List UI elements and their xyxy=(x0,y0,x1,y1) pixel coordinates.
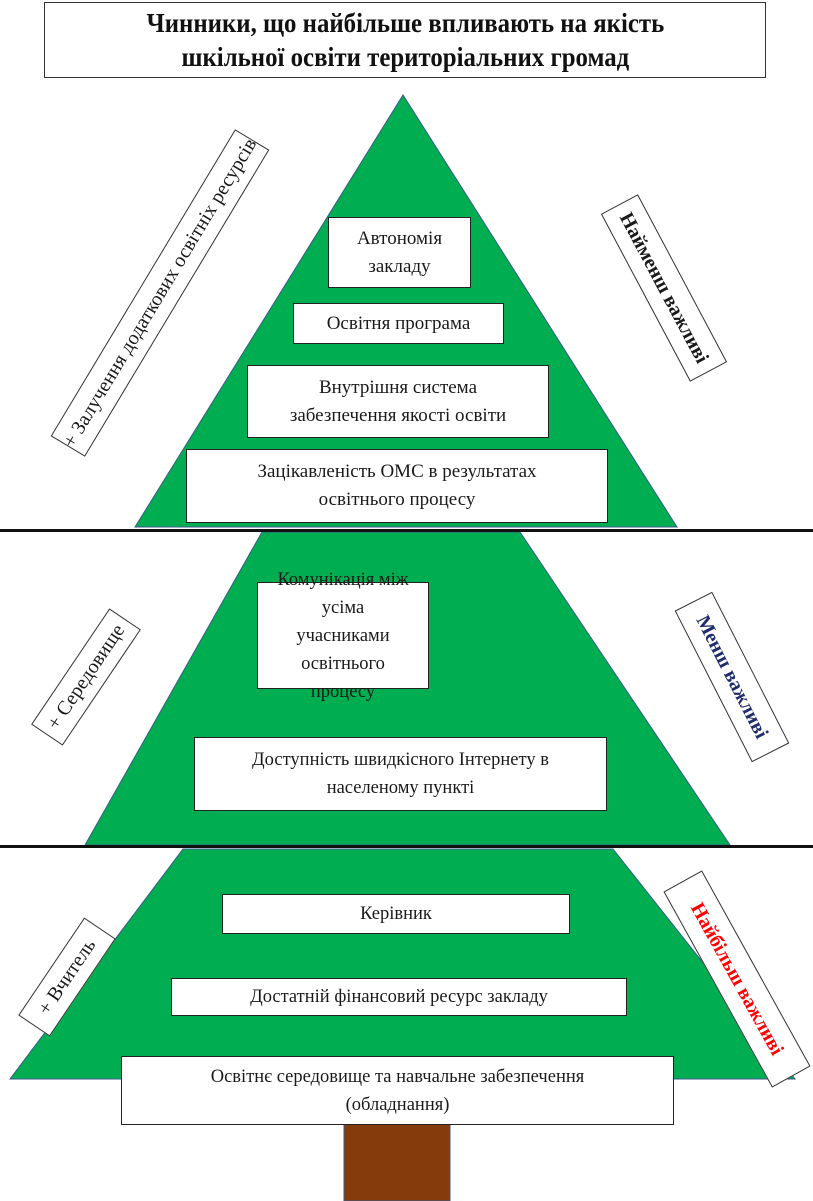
title-line-2: шкільної освіти територіальних громад xyxy=(181,42,629,72)
diagram-title: Чинники, що найбільше впливають на якіст… xyxy=(44,2,766,78)
factor-text: учасниками освітнього xyxy=(296,625,390,674)
factor-text: (обладнання) xyxy=(345,1094,450,1115)
factor-text: освітнього процесу xyxy=(318,489,476,510)
divider-line-upper xyxy=(0,529,813,532)
factor-text: Зацікавленість ОМС в результатах xyxy=(257,461,537,482)
factor-text: Освітнє середовище та навчальне забезпеч… xyxy=(210,1066,585,1087)
factor-text: Автономія xyxy=(356,227,443,249)
factor-box: Керівник xyxy=(222,894,570,934)
factor-text: закладу xyxy=(368,255,431,277)
factor-text: Освітня програма xyxy=(326,312,471,334)
factor-box: Внутрішня система забезпечення якості ос… xyxy=(247,365,549,438)
divider-line-lower xyxy=(0,845,813,848)
factor-box: Достатній фінансовий ресурс закладу xyxy=(171,978,627,1016)
factor-text: населеному пункті xyxy=(326,778,475,798)
title-line-1: Чинники, що найбільше впливають на якіст… xyxy=(146,8,664,38)
factor-box: Освітня програма xyxy=(293,303,504,344)
factor-box: Доступність швидкісного Інтернету в насе… xyxy=(194,737,607,811)
factor-text: процесу xyxy=(310,681,376,702)
factor-text: Доступність швидкісного Інтернету в xyxy=(252,750,549,770)
factor-box: Освітнє середовище та навчальне забезпеч… xyxy=(121,1056,674,1125)
factor-box: Зацікавленість ОМС в результатах освітнь… xyxy=(186,449,608,523)
factor-text: Внутрішня система xyxy=(318,376,478,398)
factor-text: забезпечення якості освіти xyxy=(289,404,507,426)
factor-text: Керівник xyxy=(360,904,432,924)
factor-box: Комунікація між усіма учасниками освітнь… xyxy=(257,570,429,702)
factor-box: Автономія закладу xyxy=(328,217,471,288)
factor-text: Комунікація між усіма xyxy=(277,569,409,618)
factor-text: Достатній фінансовий ресурс закладу xyxy=(250,987,548,1007)
